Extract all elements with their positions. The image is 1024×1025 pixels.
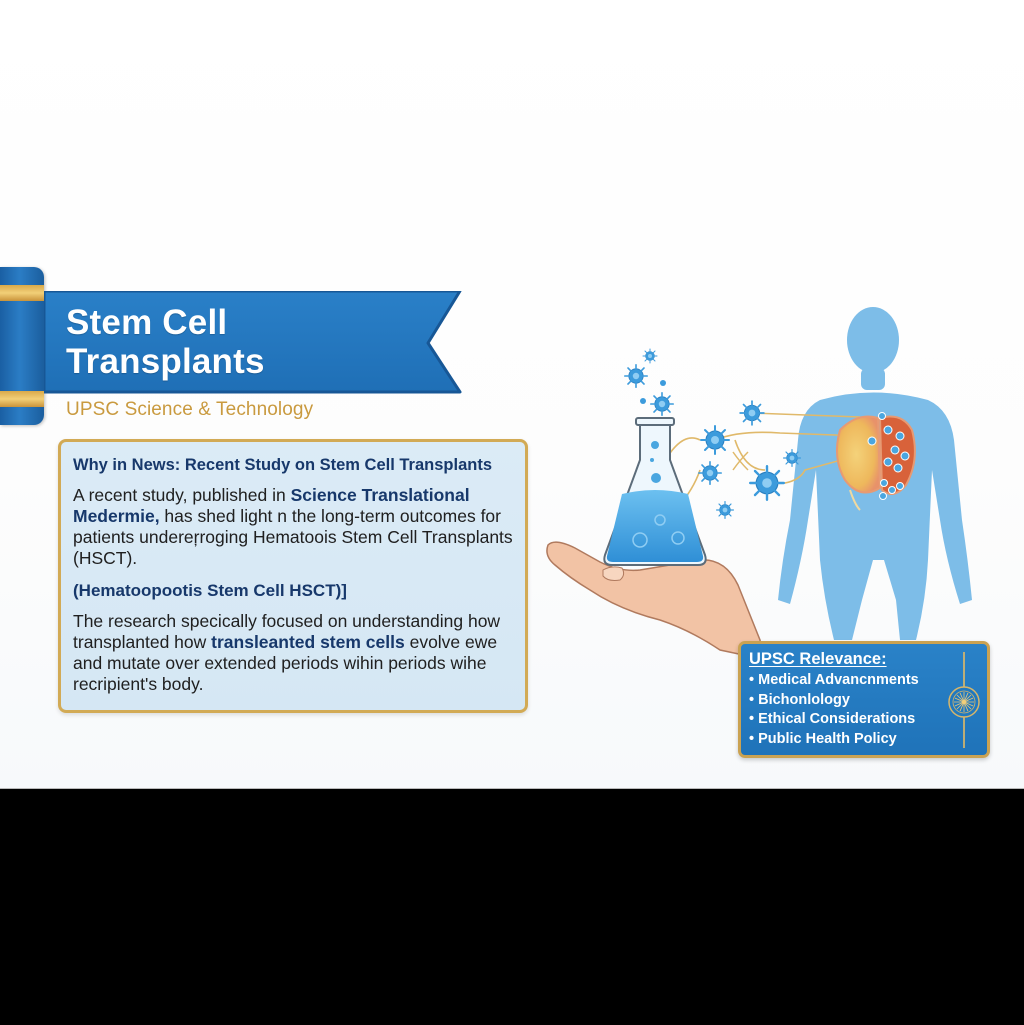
list-item: Bichonlology — [749, 691, 979, 711]
title-banner: Stem Cell Transplants — [44, 291, 462, 394]
news-paragraph-2: The research specically focused on under… — [73, 611, 513, 695]
banner-subtitle: UPSC Science & Technology — [66, 399, 314, 420]
highlighted-term: transleanted stem cells — [211, 632, 405, 652]
news-heading: Why in News: Recent Study on Stem Cell T… — [73, 456, 492, 474]
page-title: Stem Cell Transplants — [66, 303, 265, 381]
ashoka-chakra-icon — [948, 686, 980, 718]
news-paragraph-1-pre: A recent study, published in — [73, 485, 291, 505]
illustration-art — [546, 307, 972, 657]
relevance-title: UPSC Relevance: — [749, 650, 887, 668]
list-item: Medical Advancnments — [749, 671, 979, 691]
list-item: Public Health Policy — [749, 730, 979, 750]
lungs-icon — [835, 412, 916, 511]
relevance-list: Medical Advancnments Bichonlology Ethica… — [749, 671, 979, 749]
news-paragraph-1: A recent study, published in Science Tra… — [73, 485, 513, 569]
ribbon-shape — [44, 291, 462, 394]
flask-icon — [603, 417, 707, 566]
gold-stripe — [0, 391, 44, 407]
news-paragraph-1-post: has shed light n the long-term outcomes … — [73, 506, 513, 568]
news-paragraph-2-post: evolve ewe and mutate over extended peri… — [73, 632, 498, 694]
why-in-news-box: Why in News: Recent Study on Stem Cell T… — [58, 439, 528, 713]
human-body-icon — [778, 307, 972, 640]
news-paragraph-2-pre: The research specically focused on under… — [73, 611, 501, 652]
news-subheading: (Hematoopootis Stem Cell HSCT)] — [73, 581, 347, 600]
scroll-end-decoration — [0, 267, 44, 425]
journal-name: Science Translational Medermie, — [73, 485, 470, 526]
connector-lines — [654, 412, 871, 531]
letterbox-band — [0, 788, 1024, 1025]
gold-stripe — [0, 285, 44, 301]
stem-cell-illustration — [540, 300, 1024, 680]
stem-cell-icon — [623, 348, 802, 520]
list-item: Ethical Considerations — [749, 710, 979, 730]
upsc-relevance-box: UPSC Relevance: Medical Advancnments Bic… — [738, 641, 990, 758]
dna-icon — [732, 451, 749, 471]
